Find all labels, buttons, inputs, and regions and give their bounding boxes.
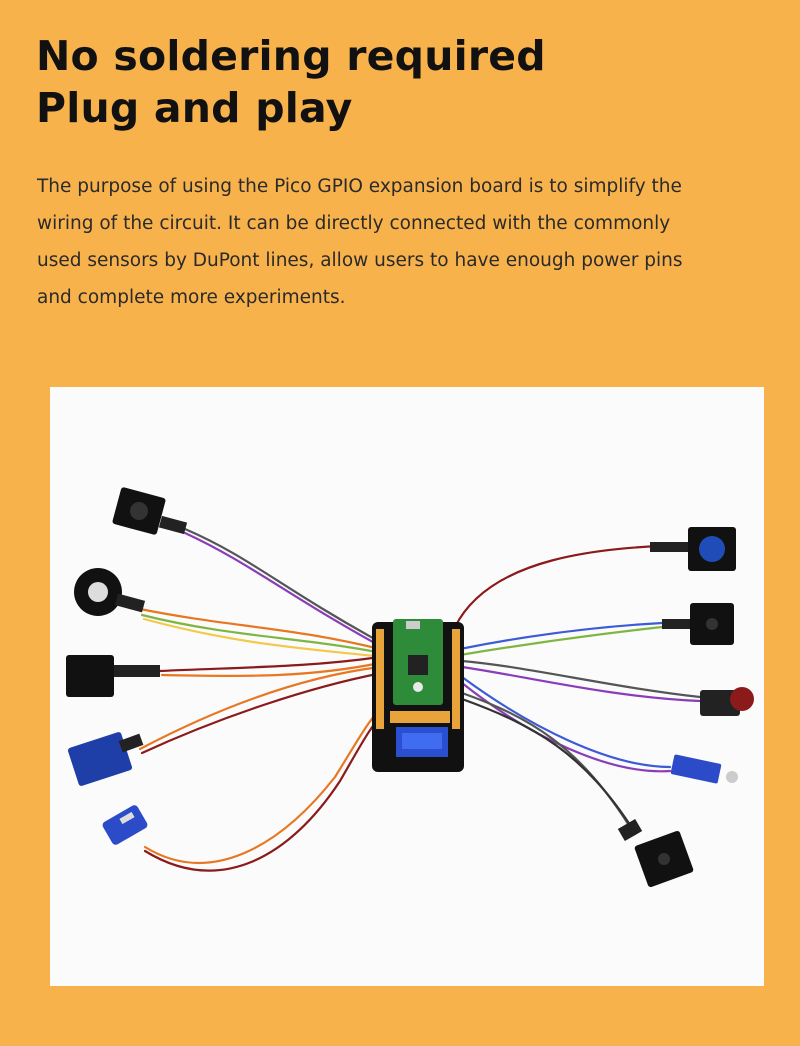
page-title: No soldering required Plug and play [36, 30, 776, 134]
led-ring-module [74, 568, 146, 616]
potentiometer-module [700, 687, 754, 716]
product-photo [50, 387, 764, 986]
sound-sensor-module [670, 754, 738, 784]
expansion-board [372, 619, 464, 772]
description-paragraph: The purpose of using the Pico GPIO expan… [37, 168, 777, 316]
sensor-module [617, 818, 694, 888]
button-module [650, 527, 736, 571]
sensor-module [112, 487, 188, 535]
description-line: The purpose of using the Pico GPIO expan… [37, 176, 682, 197]
description-line: and complete more experiments. [37, 287, 346, 308]
sensor-module [66, 655, 160, 697]
sensor-module [662, 603, 734, 645]
description-line: used sensors by DuPont lines, allow user… [37, 250, 683, 271]
title-line-1: No soldering required [36, 32, 546, 80]
servo-motor [102, 805, 148, 845]
title-line-2: Plug and play [36, 84, 353, 132]
relay-module [67, 732, 144, 786]
product-illustration [66, 487, 754, 888]
description-line: wiring of the circuit. It can be directl… [37, 213, 671, 234]
